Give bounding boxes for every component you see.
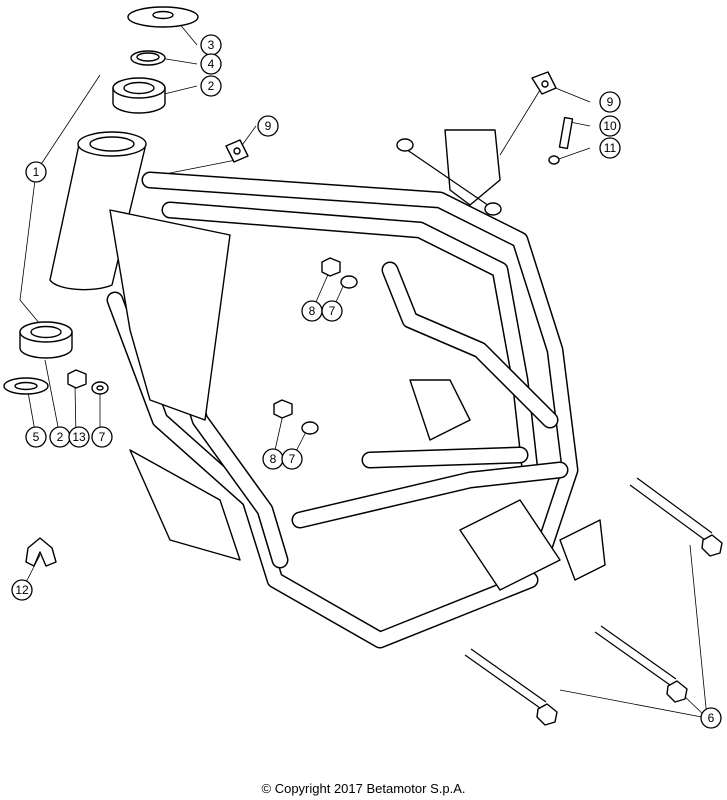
callout-11: 11: [599, 137, 621, 159]
svg-text:8: 8: [309, 304, 316, 318]
svg-text:1: 1: [33, 165, 40, 179]
svg-text:8: 8: [270, 452, 277, 466]
svg-text:11: 11: [604, 141, 617, 155]
callout-5: 5: [25, 426, 47, 448]
svg-text:4: 4: [208, 57, 215, 71]
copyright-notice: © Copyright 2017 Betamotor S.p.A.: [261, 781, 466, 796]
callout-6: 6: [700, 707, 722, 729]
svg-text:12: 12: [15, 583, 29, 597]
svg-text:5: 5: [33, 430, 40, 444]
callout-7-upper: 7: [321, 300, 343, 322]
callout-4: 4: [200, 53, 222, 75]
callout-8-upper: 8: [301, 300, 323, 322]
svg-text:9: 9: [265, 119, 272, 133]
callout-3: 3: [200, 34, 222, 56]
frame-exploded-diagram: 1 2 3 4 5 2 13 7 9 9 10 11 8 7 8 7 12 6: [3, 6, 723, 729]
callout-2-top: 2: [200, 75, 222, 97]
callout-2-bottom: 2: [49, 426, 71, 448]
callout-1: 1: [25, 161, 47, 183]
hardware-parts: [25, 71, 723, 726]
callout-9-center: 9: [257, 115, 279, 137]
svg-text:3: 3: [208, 38, 215, 52]
svg-text:2: 2: [57, 430, 64, 444]
svg-text:13: 13: [72, 430, 86, 444]
svg-text:7: 7: [329, 304, 336, 318]
svg-text:7: 7: [99, 430, 106, 444]
svg-text:6: 6: [708, 711, 715, 725]
frame-tubes: [106, 129, 606, 649]
svg-text:9: 9: [607, 95, 614, 109]
callout-10: 10: [599, 115, 621, 137]
steering-head-parts: [3, 6, 199, 395]
callout-13: 13: [68, 426, 90, 448]
callout-9-right: 9: [599, 91, 621, 113]
callout-12: 12: [11, 579, 33, 601]
callout-7-lower: 7: [281, 448, 303, 470]
callout-7-left: 7: [91, 426, 113, 448]
svg-text:7: 7: [289, 452, 296, 466]
svg-text:10: 10: [603, 119, 617, 133]
callout-8-lower: 8: [262, 448, 284, 470]
svg-text:2: 2: [208, 79, 215, 93]
